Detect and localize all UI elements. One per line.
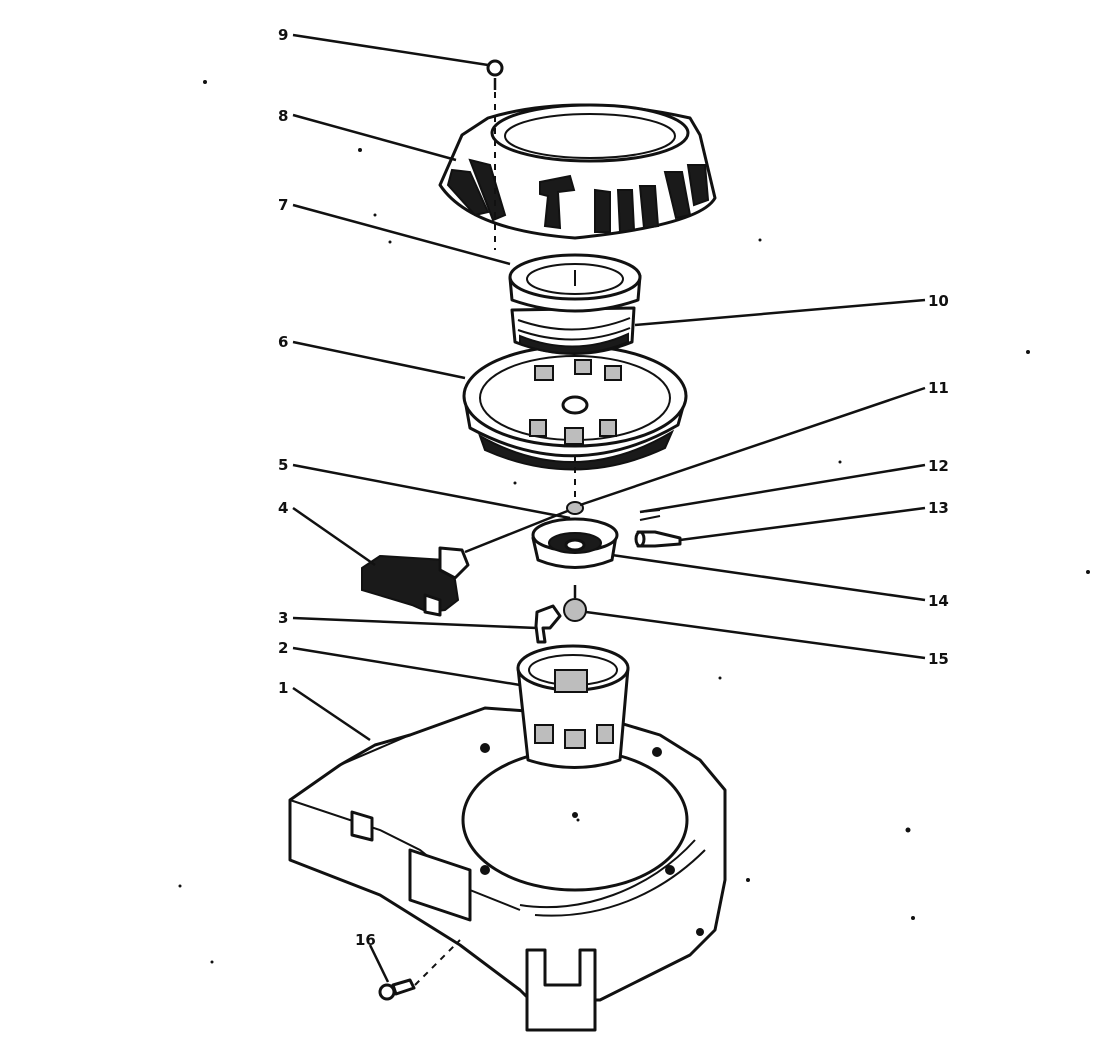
callout-label-13: 13 xyxy=(928,499,949,517)
recoil-spring xyxy=(510,306,636,355)
ratchet-hub xyxy=(531,517,619,569)
callout-label-1: 1 xyxy=(278,679,288,697)
pawl-nut xyxy=(566,501,584,515)
housing-bolt xyxy=(378,939,461,1001)
callout-label-16: 16 xyxy=(355,931,376,949)
retainer-clip xyxy=(534,604,562,644)
callout-label-10: 10 xyxy=(928,292,949,310)
callout-label-3: 3 xyxy=(278,609,288,627)
callout-label-9: 9 xyxy=(278,26,288,44)
callout-label-14: 14 xyxy=(928,592,949,610)
starter-cup xyxy=(516,644,630,769)
callout-label-8: 8 xyxy=(278,107,288,125)
pulley xyxy=(462,344,688,471)
hub-screw xyxy=(563,585,587,622)
starter-handle xyxy=(361,546,470,617)
callout-label-7: 7 xyxy=(278,196,288,214)
pawl xyxy=(634,530,682,548)
callout-label-15: 15 xyxy=(928,650,949,668)
callout-label-11: 11 xyxy=(928,379,949,397)
callout-label-2: 2 xyxy=(278,639,288,657)
top-cover xyxy=(438,103,717,240)
callout-label-5: 5 xyxy=(278,456,288,474)
spring-cup xyxy=(508,253,642,313)
starter-rope xyxy=(464,508,571,554)
leader-lines xyxy=(292,33,926,983)
callout-label-6: 6 xyxy=(278,333,288,351)
cover-screw xyxy=(486,59,504,90)
callout-label-4: 4 xyxy=(278,499,288,517)
callout-label-12: 12 xyxy=(928,457,949,475)
scan-speckles xyxy=(178,80,1090,964)
callout-labels: 9 8 7 6 5 4 3 2 1 10 11 12 13 14 15 16 xyxy=(278,26,949,949)
housing xyxy=(288,706,727,1032)
